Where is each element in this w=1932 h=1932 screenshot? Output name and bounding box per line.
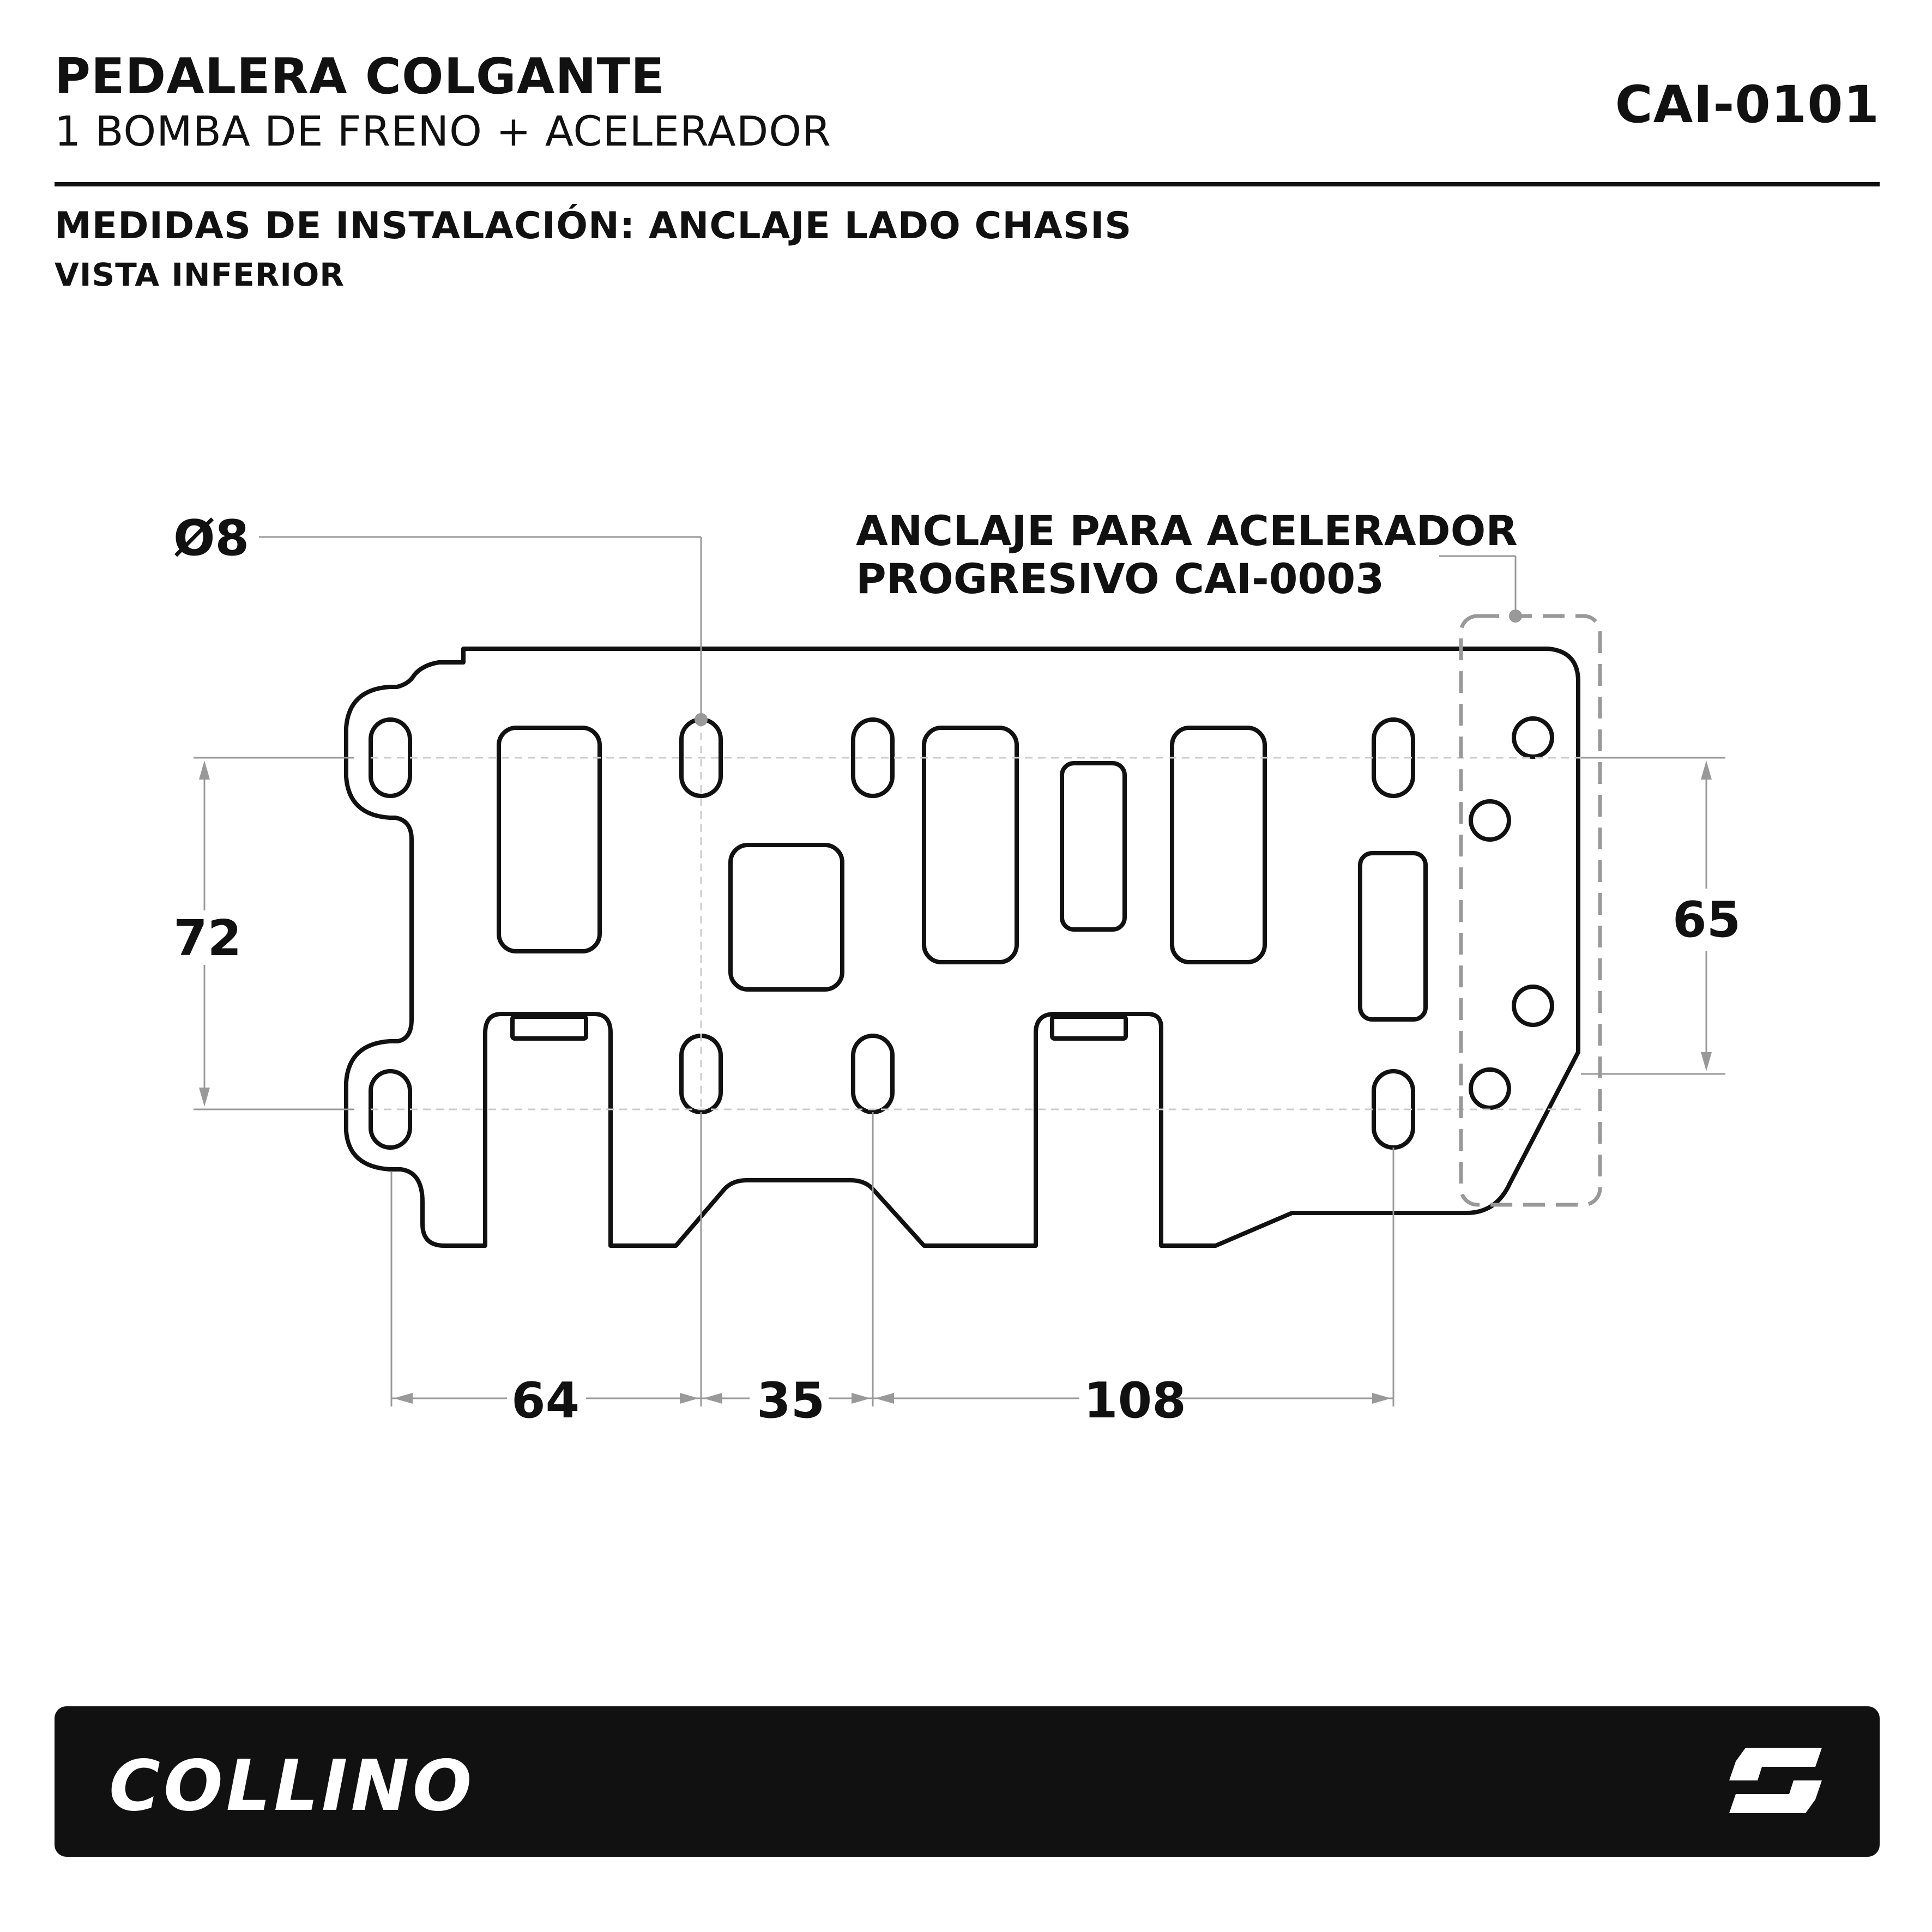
plate-outline	[344, 647, 1580, 1248]
product-code: CAI-0101	[1615, 75, 1880, 135]
section-heading: MEDIDAS DE INSTALACIÓN: ANCLAJE LADO CHA…	[55, 204, 1132, 247]
anchor-hole	[1512, 985, 1554, 1027]
cutout	[1060, 761, 1127, 932]
collino-c-logo-icon	[1729, 1748, 1822, 1813]
header-divider	[55, 182, 1880, 186]
anchor-hole	[1469, 1067, 1511, 1110]
page-title: PEDALERA COLGANTE	[55, 48, 665, 105]
slot-hole	[851, 1034, 895, 1114]
anchor-hole	[1512, 716, 1554, 759]
slot-hole	[851, 717, 895, 798]
slot-hole	[1372, 717, 1415, 798]
accelerator-anchor-region	[1459, 614, 1602, 1207]
cutout	[922, 726, 1019, 964]
dimension-label-65: 65	[1673, 891, 1741, 949]
cutout	[728, 843, 844, 992]
dimension-label-108: 108	[1084, 1372, 1186, 1429]
annotation-line-2: PROGRESIVO CAI-0003	[856, 554, 1384, 603]
view-label: VISTA INFERIOR	[55, 256, 345, 293]
dimension-label-64: 64	[511, 1372, 579, 1429]
footer-bar: COLLINO	[55, 1706, 1880, 1857]
cutout	[497, 726, 602, 953]
annotation-line-1: ANCLAJE PARA ACELERADOR	[856, 506, 1518, 555]
cutout	[510, 1015, 588, 1041]
anchor-hole	[1469, 799, 1511, 842]
page-subtitle: 1 BOMBA DE FRENO + ACELERADOR	[55, 107, 831, 155]
cutout	[1050, 1015, 1128, 1041]
dimension-label-72: 72	[173, 910, 242, 967]
cutout	[1170, 726, 1267, 964]
dimension-label-35: 35	[757, 1372, 825, 1429]
hole-diameter-label: Ø8	[173, 510, 249, 567]
cutout	[1358, 851, 1428, 1022]
brand-logo-text: COLLINO	[109, 1746, 475, 1827]
